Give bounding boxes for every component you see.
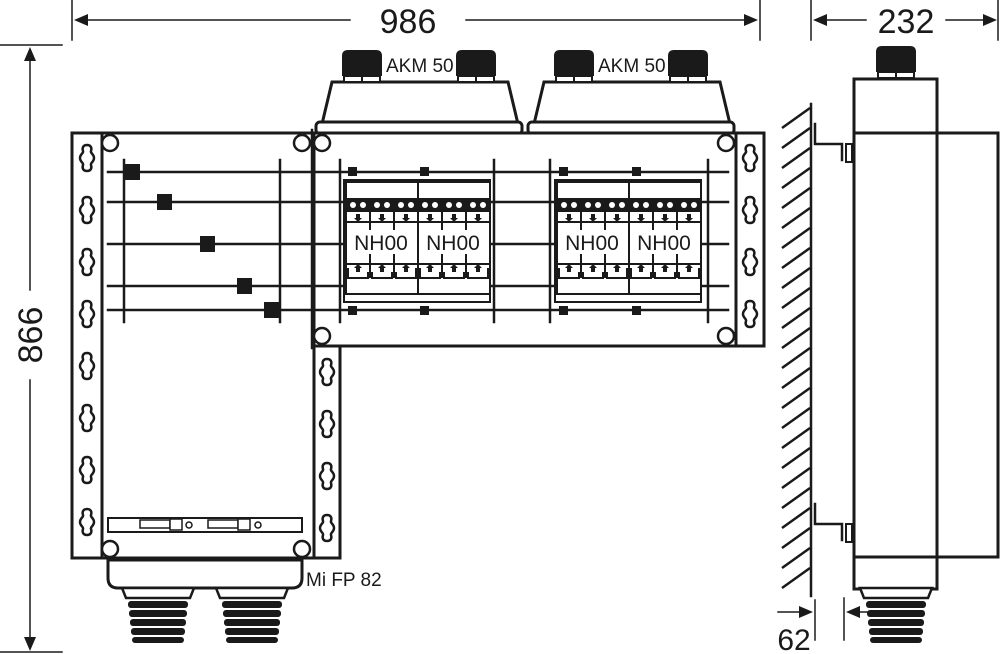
cable-gland-icon	[667, 49, 709, 83]
cable-box-left-label: AKM 50	[386, 56, 454, 77]
side-view	[781, 45, 1000, 645]
fuse-label-3: NH00	[565, 232, 619, 255]
fuse-label-2: NH00	[426, 232, 480, 255]
bottom-box-label: Mi FP 82	[306, 570, 382, 591]
mounting-rail-middle	[312, 344, 342, 560]
dimension-depth: 232	[810, 0, 999, 41]
mounting-rail-left	[70, 131, 104, 560]
cable-gland-icon	[455, 49, 497, 83]
cable-gland-icon	[214, 586, 290, 645]
cable-box-right: AKM 50	[526, 49, 736, 136]
dimension-wall-offset: 62	[777, 597, 869, 654]
bottom-box: Mi FP 82	[106, 558, 382, 645]
fuse-label-1: NH00	[354, 232, 408, 255]
dimension-height-label: 866	[12, 307, 50, 364]
cable-box-left: AKM 50	[314, 49, 524, 136]
fuse-group-left: NH00 NH00	[343, 179, 491, 303]
mounting-rail-right	[734, 131, 766, 348]
cable-gland-icon	[120, 586, 196, 645]
fuse-label-4: NH00	[637, 232, 691, 255]
enclosure-left	[100, 131, 316, 560]
cable-gland-icon	[858, 586, 934, 645]
cable-box-right-label: AKM 50	[598, 56, 666, 77]
dimension-height: 866	[0, 44, 63, 653]
fuse-group-right: NH00 NH00	[554, 179, 702, 303]
dimension-width-label: 986	[380, 3, 437, 41]
wall-hatching	[781, 106, 811, 590]
cable-gland-icon	[553, 49, 595, 83]
cable-gland-icon	[341, 49, 383, 83]
cable-gland-icon	[875, 45, 917, 79]
terminal-block-icon	[139, 518, 262, 531]
dimension-width: 986	[71, 0, 761, 41]
dimension-depth-label: 232	[878, 3, 935, 41]
dimension-wall-offset-label: 62	[777, 624, 810, 654]
